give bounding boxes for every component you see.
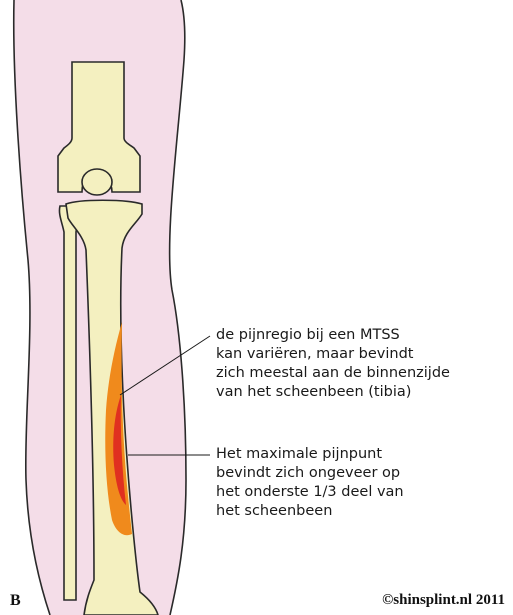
copyright-notice: ©shinsplint.nl 2011 xyxy=(382,592,505,609)
annotation-line: van het scheenbeen (tibia) xyxy=(216,383,450,402)
annotation-line: zich meestal aan de binnenzijde xyxy=(216,364,450,383)
max-pain-annotation: Het maximale pijnpunt bevindt zich ongev… xyxy=(216,445,404,521)
patella-bone xyxy=(82,169,112,195)
annotation-line: bevindt zich ongeveer op xyxy=(216,464,404,483)
panel-letter: B xyxy=(10,592,21,610)
annotation-line: het onderste 1/3 deel van xyxy=(216,483,404,502)
pain-region-annotation: de pijnregio bij een MTSS kan variëren, … xyxy=(216,326,450,402)
annotation-line: de pijnregio bij een MTSS xyxy=(216,326,450,345)
annotation-line: kan variëren, maar bevindt xyxy=(216,345,450,364)
annotation-line: Het maximale pijnpunt xyxy=(216,445,404,464)
annotation-line: het scheenbeen xyxy=(216,502,404,521)
